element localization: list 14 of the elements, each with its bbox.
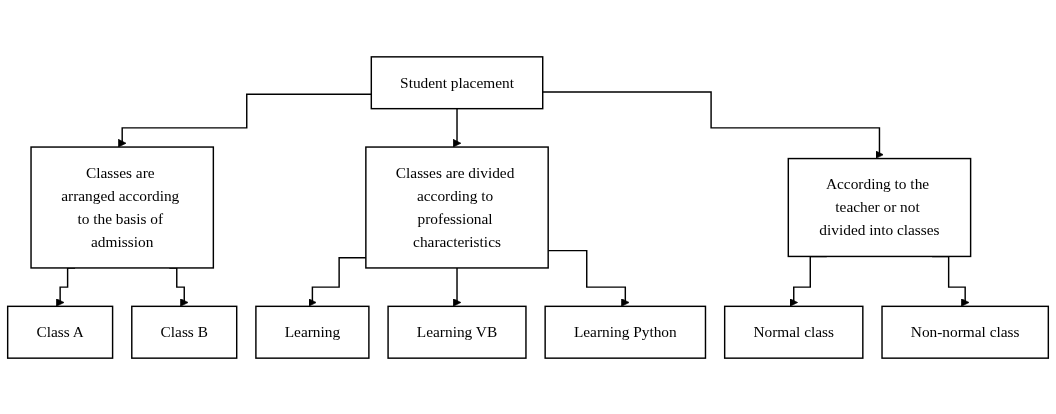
- node-box: Student placement: [370, 55, 544, 109]
- node-box: Class A: [6, 305, 114, 359]
- node-box: According to the teacher or not divided into classes: [787, 157, 972, 257]
- node-box: Learning VB: [387, 305, 527, 359]
- arrow: [452, 107, 462, 147]
- node-box: Classes are divided according to professional characteristics: [365, 145, 549, 269]
- node-box: Normal class: [723, 305, 864, 359]
- arrow: [542, 90, 884, 159]
- node-box: Class B: [131, 305, 238, 359]
- node-box: Classes are arranged according to the basis of admission: [30, 145, 215, 269]
- node-box: Non-normal class: [881, 305, 1050, 359]
- node-box: Learning Python: [544, 305, 707, 359]
- node-box: Learning: [255, 305, 370, 359]
- arrow: [452, 266, 462, 307]
